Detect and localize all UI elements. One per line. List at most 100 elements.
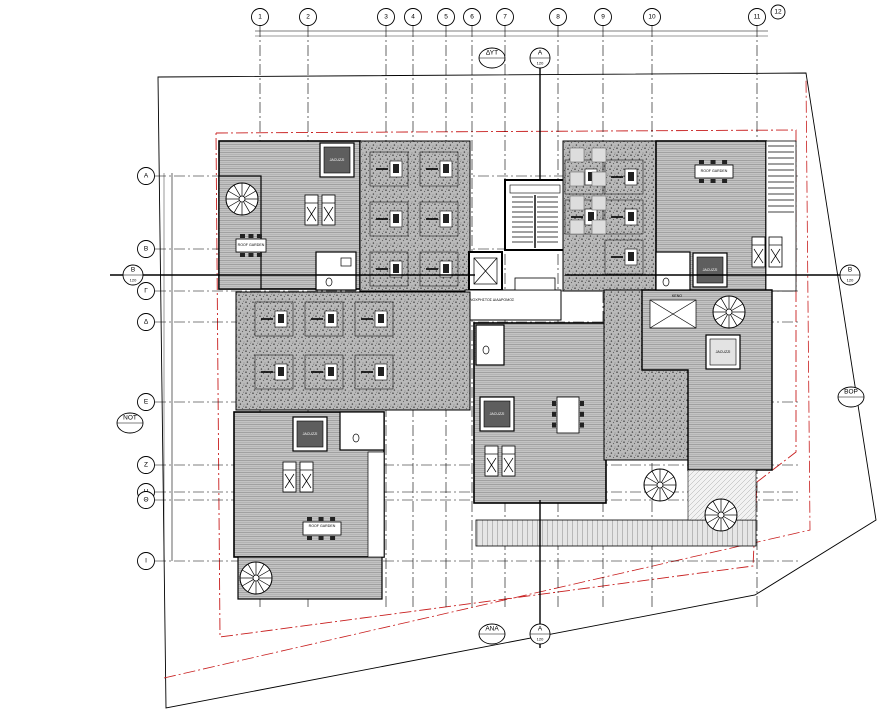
grid-axis-5: 5 xyxy=(437,8,455,26)
svg-text:7: 7 xyxy=(503,14,507,21)
common-area-label: ΚΟΙΝΟΧΡΗΣΤΟΣ ΔΙΑΔΡΟΜΟΣ xyxy=(464,298,515,302)
svg-text:ΝΟΤ: ΝΟΤ xyxy=(123,415,137,422)
plot-boundary xyxy=(157,72,877,709)
grid-axis-row-2: B xyxy=(137,240,155,258)
grid-axis-row-6: Z xyxy=(137,456,155,474)
wc-nw xyxy=(315,251,357,291)
wc-center xyxy=(475,324,505,366)
orientation-left: ΝΟΤ xyxy=(116,412,144,434)
spiral-stair-4 xyxy=(239,561,273,595)
grid-axis-row-9: I xyxy=(137,552,155,570)
desk-pod-3 xyxy=(369,201,409,237)
grid-axis-row-1: A xyxy=(137,167,155,185)
svg-text:JACUZZI: JACUZZI xyxy=(303,432,318,436)
jacuzzi-5: JACUZZI xyxy=(705,334,741,370)
desk-pod-5 xyxy=(369,251,409,287)
svg-text:E: E xyxy=(144,399,149,406)
desk-pod-12 xyxy=(354,354,394,390)
desk-pod-17 xyxy=(604,239,644,275)
sunbed-pair-3 xyxy=(484,445,516,477)
grid-axis-10: 10 xyxy=(643,8,661,26)
chair-set xyxy=(552,401,584,428)
dining-table-sw: ROOF GARDEN xyxy=(302,521,342,536)
spiral-stair-2 xyxy=(712,295,746,329)
grid-axis-row-5: E xyxy=(137,393,155,411)
svg-text:3: 3 xyxy=(384,14,388,21)
dining-table-center xyxy=(556,396,580,434)
desk-pod-4 xyxy=(419,201,459,237)
svg-text:B: B xyxy=(848,267,852,274)
desk-pod-14 xyxy=(604,159,644,195)
desk-pod-11 xyxy=(304,354,344,390)
grid-axis-9: 9 xyxy=(594,8,612,26)
svg-text:10: 10 xyxy=(648,14,656,21)
grid-axis-4: 4 xyxy=(404,8,422,26)
grid-axis-11: 11 xyxy=(748,8,766,26)
planter xyxy=(591,147,607,163)
grid-axis-3: 3 xyxy=(377,8,395,26)
section-marker-north: A 120 xyxy=(529,47,551,180)
sunbed-pair-4 xyxy=(751,236,783,268)
sunbed-pair-2 xyxy=(282,461,314,493)
svg-text:11: 11 xyxy=(754,14,761,21)
desk-pod-9 xyxy=(354,301,394,337)
jacuzzi-4: JACUZZI xyxy=(692,252,728,288)
svg-text:1: 1 xyxy=(258,14,262,21)
desk-pod-10 xyxy=(254,354,294,390)
svg-text:120: 120 xyxy=(537,61,544,66)
orientation-bottom: ΑΝΑ xyxy=(478,623,506,645)
gravel-west xyxy=(235,291,471,411)
svg-text:Z: Z xyxy=(144,462,148,469)
svg-text:A: A xyxy=(538,50,543,57)
svg-text:12: 12 xyxy=(774,9,782,16)
spiral-stair-5 xyxy=(704,498,738,532)
svg-text:5: 5 xyxy=(444,14,448,21)
svg-text:ROOF GARDEN: ROOF GARDEN xyxy=(701,169,728,173)
planter xyxy=(569,195,585,211)
svg-text:B: B xyxy=(144,246,148,253)
chair-set xyxy=(307,517,336,540)
svg-text:B: B xyxy=(131,267,135,274)
chair-set xyxy=(699,160,728,183)
svg-text:JACUZZI: JACUZZI xyxy=(703,268,718,272)
svg-text:A: A xyxy=(144,173,149,180)
common-corridor xyxy=(464,289,562,321)
svg-text:Γ: Γ xyxy=(144,288,148,295)
svg-text:Δ: Δ xyxy=(144,319,149,326)
jacuzzi-1: JACUZZI xyxy=(319,142,355,178)
gravel-ne xyxy=(562,140,657,292)
desk-pod-16 xyxy=(604,199,644,235)
planter xyxy=(569,171,585,187)
grid-axis-2: 2 xyxy=(299,8,317,26)
desk-pod-8 xyxy=(304,301,344,337)
grid-axis-6: 6 xyxy=(463,8,481,26)
svg-text:ROOF GARDEN: ROOF GARDEN xyxy=(238,243,265,247)
desk-pod-7 xyxy=(254,301,294,337)
spiral-stair-1 xyxy=(225,182,259,216)
planter xyxy=(569,147,585,163)
svg-text:120: 120 xyxy=(847,278,854,283)
dining-table-ne: ROOF GARDEN xyxy=(694,164,734,179)
svg-text:8: 8 xyxy=(556,14,560,21)
orientation-top: ΔΥΤ xyxy=(478,47,506,69)
orientation-right: ΒΟΡ xyxy=(837,386,865,408)
svg-text:JACUZZI: JACUZZI xyxy=(330,158,345,162)
grid-axis-12: 12 xyxy=(770,4,786,20)
planter xyxy=(591,219,607,235)
grid-axis-8: 8 xyxy=(549,8,567,26)
svg-text:120: 120 xyxy=(537,637,544,642)
svg-text:Θ: Θ xyxy=(143,497,148,504)
planter xyxy=(591,195,607,211)
grid-axis-1: 1 xyxy=(251,8,269,26)
grid-axis-row-8: Θ xyxy=(137,491,155,509)
svg-text:ΔΥΤ: ΔΥΤ xyxy=(486,50,498,57)
svg-text:ΒΟΡ: ΒΟΡ xyxy=(844,389,858,396)
section-marker-east: B 120 xyxy=(565,264,861,286)
desk-pod-6 xyxy=(419,251,459,287)
desk-pod-2 xyxy=(419,151,459,187)
svg-text:6: 6 xyxy=(470,14,474,21)
desk-pod-1 xyxy=(369,151,409,187)
dining-table-nw: ROOF GARDEN xyxy=(235,238,267,253)
wc-sw xyxy=(339,411,385,451)
